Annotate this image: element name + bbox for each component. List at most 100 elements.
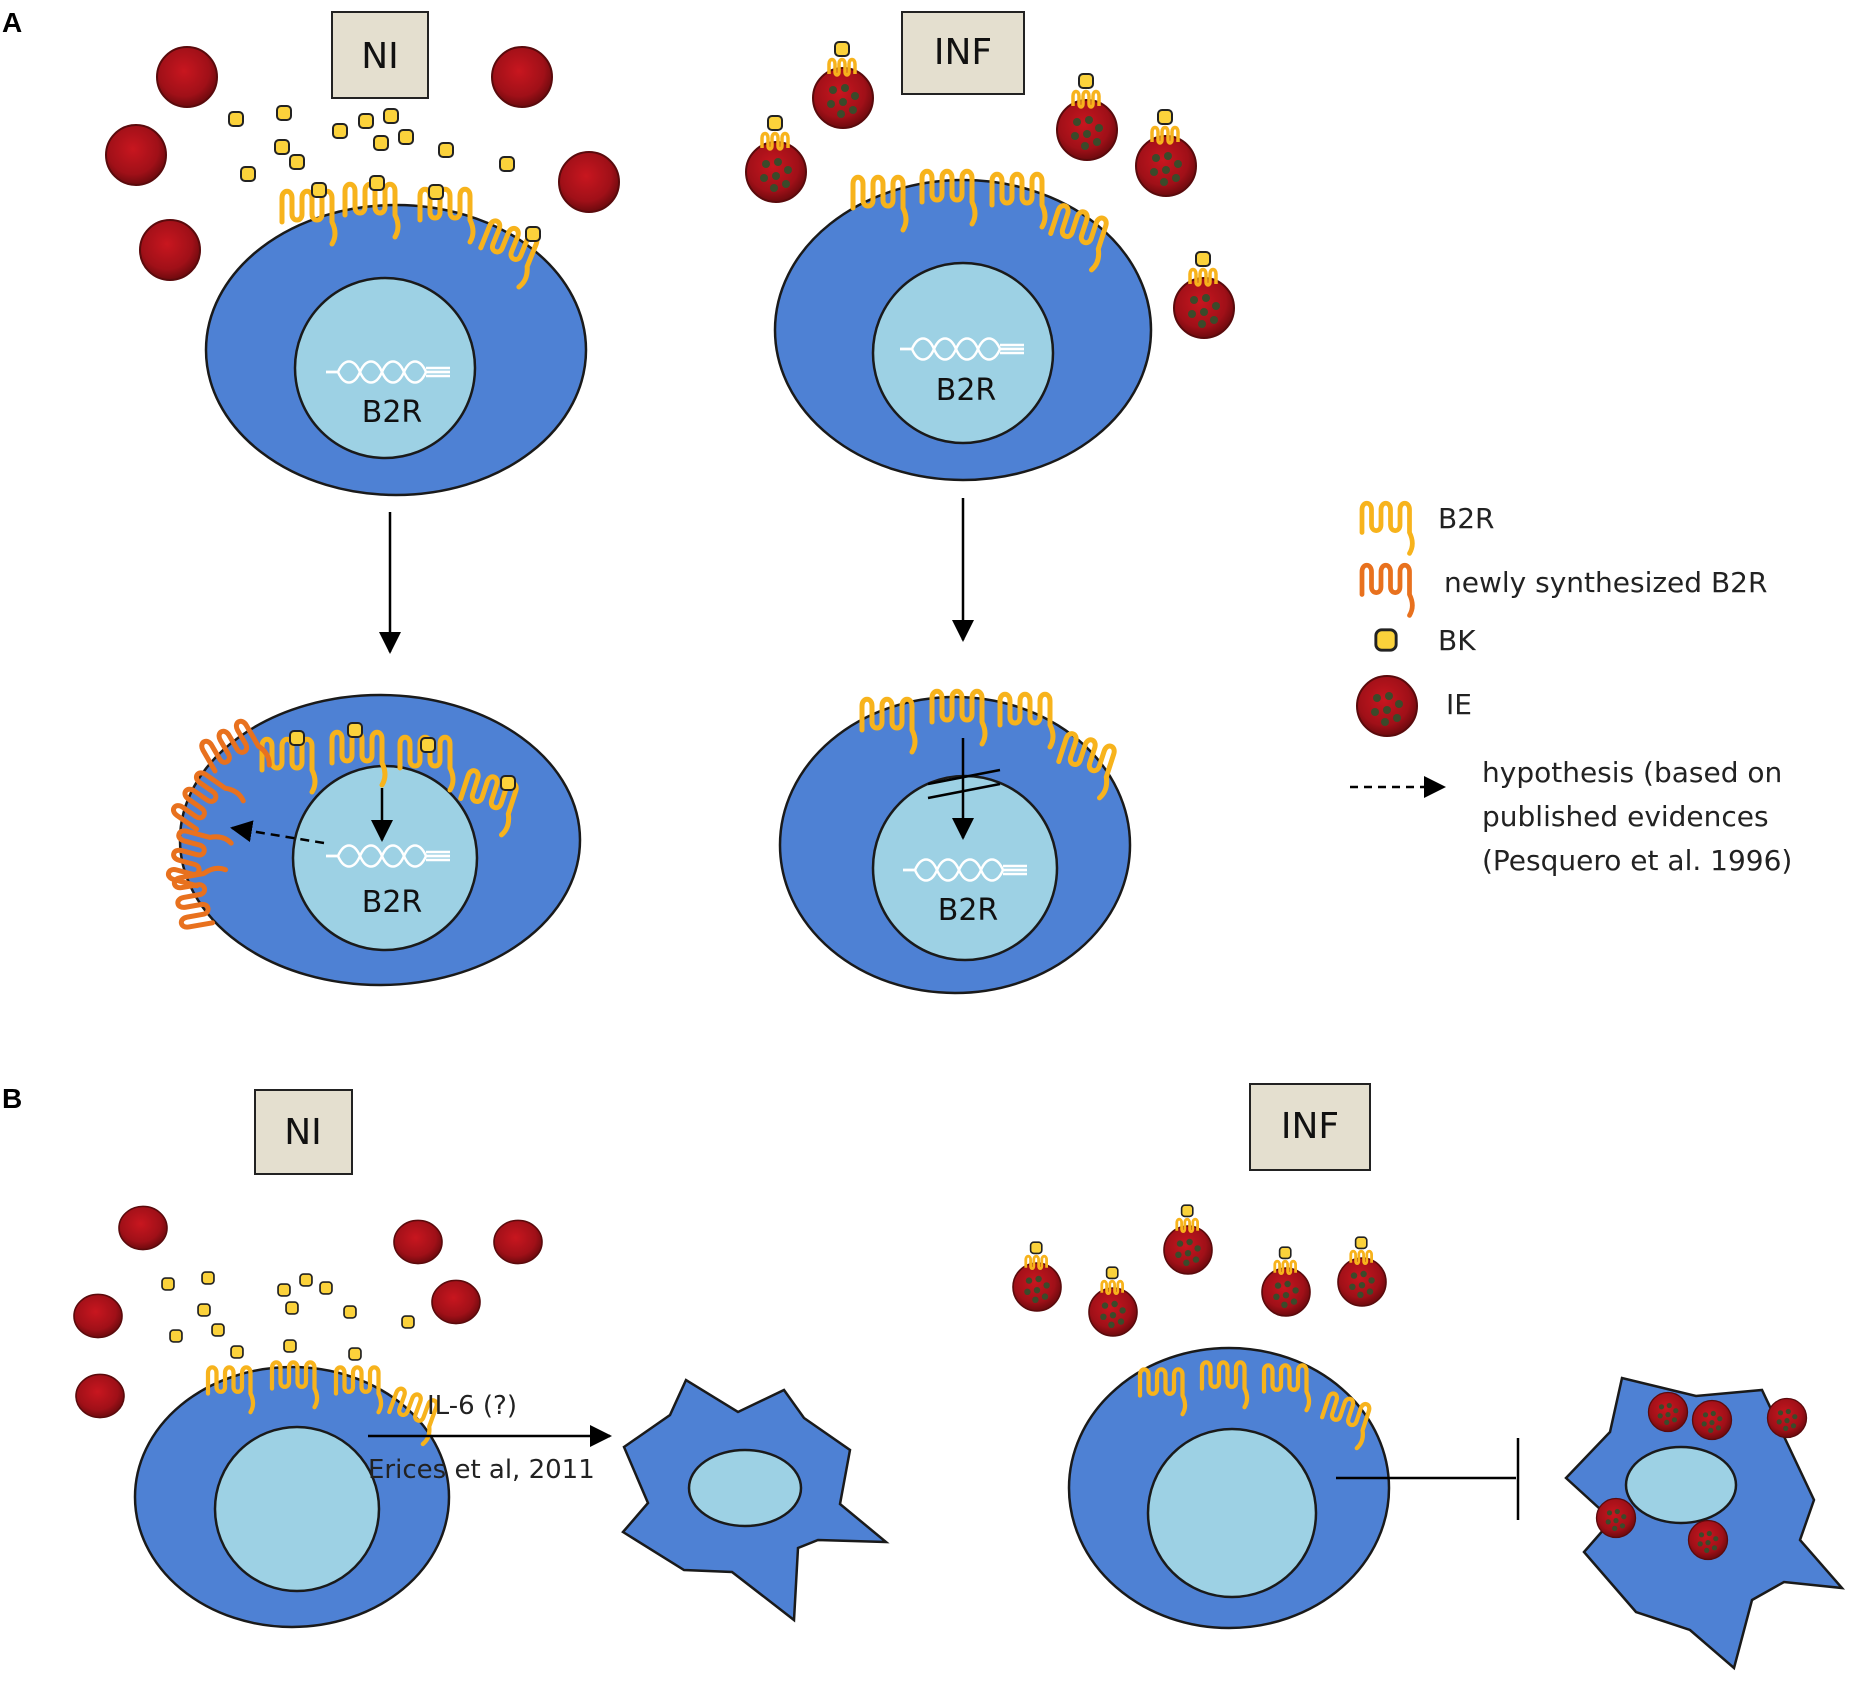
inf-label-box: [901, 11, 1025, 95]
legend-ie-label: IE: [1446, 688, 1472, 721]
bk-bound: [348, 1347, 362, 1361]
panel-a-ni-top: NI B2R: [105, 11, 620, 654]
bk-peptide: [438, 142, 454, 158]
bk-peptide: [277, 1283, 291, 1297]
legend-hypothesis-line1: hypothesis (based on: [1482, 756, 1782, 789]
ni-label: NI: [284, 1112, 322, 1153]
panel-label-b: B: [2, 1083, 22, 1114]
internalized-ie: [1691, 1399, 1733, 1441]
bk-bound: [283, 1339, 297, 1353]
ie-bound-bk: [1089, 1267, 1137, 1336]
legend-hypothesis-line3: (Pesquero et al. 1996): [1482, 844, 1792, 877]
legend-b2r-label: B2R: [1438, 502, 1494, 535]
gene-label: B2R: [936, 373, 997, 408]
nucleus: [687, 1448, 803, 1528]
block-mark: [927, 782, 1001, 800]
internalized-ie: [1687, 1519, 1729, 1561]
bk-bound: [289, 730, 305, 746]
bk-peptide: [343, 1305, 357, 1319]
ie-bound-bk: [1338, 1237, 1386, 1306]
legend-new-b2r-label: newly synthesized B2R: [1444, 566, 1767, 599]
inf-label: INF: [934, 32, 992, 73]
il6-label: IL-6 (?): [427, 1391, 517, 1421]
gene-label: B2R: [362, 395, 423, 430]
ie-cell: [105, 124, 167, 186]
nucleus: [213, 1425, 381, 1593]
bk-bound: [369, 175, 385, 191]
ie-bound-bk: [813, 42, 873, 128]
nucleus: [871, 774, 1059, 962]
ie-cell: [73, 1293, 123, 1339]
ie-cell: [156, 46, 218, 108]
ie-bound-bk: [1262, 1247, 1310, 1316]
ie-bound-bk: [1164, 1205, 1212, 1274]
ni-label: NI: [361, 36, 399, 77]
panel-a-inf-bottom: B2R: [778, 691, 1132, 995]
legend-bk-label: BK: [1438, 624, 1476, 657]
bk-peptide: [332, 123, 348, 139]
inf-label-box: [1249, 1083, 1371, 1171]
bk-peptide: [319, 1281, 333, 1295]
bk-peptide: [499, 156, 515, 172]
bk-peptide: [211, 1323, 225, 1337]
bk-peptide: [398, 129, 414, 145]
panel-b-inf: INF: [1013, 1083, 1846, 1671]
gene-label: B2R: [362, 885, 423, 920]
hypothesis-arrow: [230, 820, 325, 845]
legend-b2r-icon: [1362, 503, 1412, 553]
internalized-ie: [1647, 1391, 1689, 1433]
legend-hypothesis-line2: published evidences: [1482, 800, 1769, 833]
bk-peptide: [169, 1329, 183, 1343]
ie-cell: [139, 219, 201, 281]
ie-cell: [493, 1219, 543, 1265]
ie-cell: [393, 1219, 443, 1265]
inf-label: INF: [1281, 1106, 1339, 1147]
ie-bound-bk: [746, 116, 806, 202]
panel-label-a: A: [2, 7, 22, 38]
bk-bound: [500, 775, 516, 791]
ie-cell: [491, 46, 553, 108]
nucleus: [291, 764, 479, 952]
panel-b-ni: NI IL-6 (?) Erices et al, 2011: [73, 1089, 890, 1629]
legend: B2R newly synthesized B2R BK IE hypothes…: [1350, 502, 1792, 877]
bk-peptide: [201, 1271, 215, 1285]
ie-cell: [431, 1279, 481, 1325]
ie-bound-bk: [1013, 1242, 1061, 1311]
bk-peptide: [240, 166, 256, 182]
nucleus: [1624, 1445, 1738, 1525]
ie-bound-bk: [1136, 110, 1196, 196]
bk-peptide: [161, 1277, 175, 1291]
bk-bound: [347, 722, 363, 738]
bk-peptide: [197, 1303, 211, 1317]
bk-peptide: [228, 111, 244, 127]
bk-peptide: [358, 113, 374, 129]
legend-ie-icon: [1356, 675, 1418, 737]
legend-bk-icon: [1374, 628, 1398, 652]
bk-bound: [230, 1345, 244, 1359]
citation-label: Erices et al, 2011: [368, 1455, 595, 1485]
bk-peptide: [274, 139, 290, 155]
bk-peptide: [285, 1301, 299, 1315]
bk-peptide: [289, 154, 305, 170]
ie-bound-bk: [1057, 74, 1117, 160]
panel-a-inf-top: INF B2R: [746, 11, 1234, 642]
ni-label-box: [254, 1089, 353, 1175]
ie-cell: [118, 1205, 168, 1251]
block-mark: [927, 768, 1001, 786]
nucleus: [871, 261, 1055, 445]
bk-peptide: [276, 105, 292, 121]
bk-bound: [525, 226, 541, 242]
bk-peptide: [299, 1273, 313, 1287]
ie-bound-bk: [1174, 252, 1234, 338]
ie-cell: [558, 151, 620, 213]
legend-new-b2r-icon: [1362, 565, 1412, 615]
ie-cell: [75, 1373, 125, 1419]
gene-label: B2R: [938, 893, 999, 928]
bk-bound: [311, 182, 327, 198]
panel-a-ni-bottom: B2R: [167, 693, 582, 987]
internalized-ie: [1766, 1397, 1808, 1439]
bk-bound: [420, 737, 436, 753]
bk-peptide: [373, 135, 389, 151]
ni-label-box: [331, 11, 429, 99]
